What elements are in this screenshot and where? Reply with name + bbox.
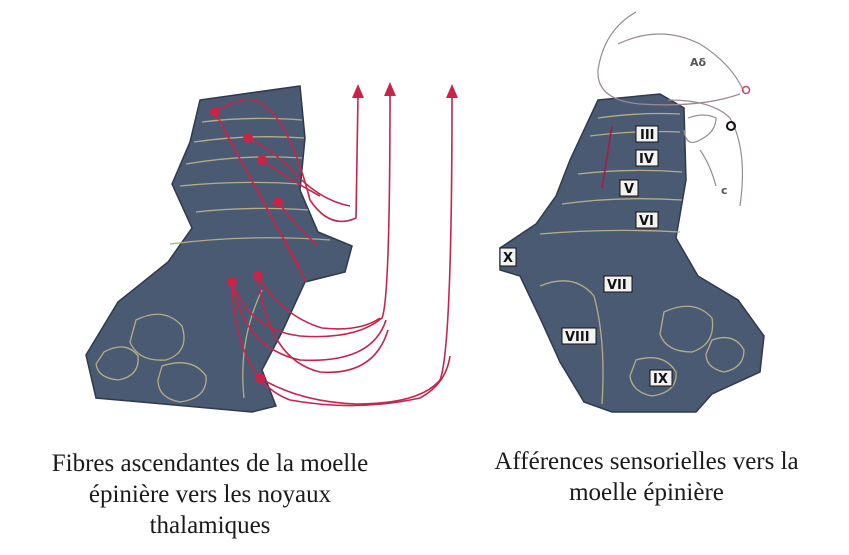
spinal-cord-figure: Aδ c III IV V VI VII VIII IX X <box>0 0 849 440</box>
right-panel: Aδ c III IV V VI VII VIII IX X <box>500 12 764 412</box>
cell-body-4 <box>273 197 283 207</box>
left-caption: Fibres ascendantes de la moelle épinière… <box>0 448 420 541</box>
right-caption: Afférences sensorielles vers la moelle é… <box>444 446 849 508</box>
right-grey-matter <box>500 94 764 412</box>
lamina-vii-label: VII <box>607 278 627 293</box>
right-caption-line-2: moelle épinière <box>444 477 849 508</box>
cell-body-6 <box>253 271 263 281</box>
left-grey-matter <box>86 86 352 412</box>
cell-body-5 <box>227 277 237 287</box>
cell-body-3 <box>257 155 267 165</box>
afferent-a-delta-2 <box>618 34 744 92</box>
cell-body-7 <box>255 373 265 383</box>
lamina-iii-label: III <box>640 128 655 143</box>
lamina-x-label: X <box>503 251 513 266</box>
lamina-vi-label: VI <box>639 214 654 229</box>
fibre-arrowheads <box>352 82 458 98</box>
left-caption-line-2: épinière vers les noyaux <box>0 479 420 510</box>
afferent-c-loop <box>684 115 716 142</box>
label-a-delta: Aδ <box>690 56 707 69</box>
label-c-fibre: c <box>721 184 728 197</box>
lamina-v-label: V <box>624 182 634 197</box>
arrowhead-3 <box>446 84 458 98</box>
cell-body-1 <box>210 107 220 117</box>
left-caption-line-3: thalamiques <box>0 510 420 541</box>
lamina-iv-label: IV <box>639 152 654 167</box>
left-panel <box>86 82 458 412</box>
lamina-viii-label: VIII <box>565 330 590 345</box>
arrowhead-1 <box>352 84 364 98</box>
arrowhead-2 <box>384 82 396 96</box>
right-caption-line-1: Afférences sensorielles vers la <box>444 446 849 477</box>
lamina-ix-label: IX <box>653 372 668 387</box>
cell-body-2 <box>243 133 253 143</box>
left-caption-line-1: Fibres ascendantes de la moelle <box>0 448 420 479</box>
afferent-c-tail <box>700 150 716 186</box>
